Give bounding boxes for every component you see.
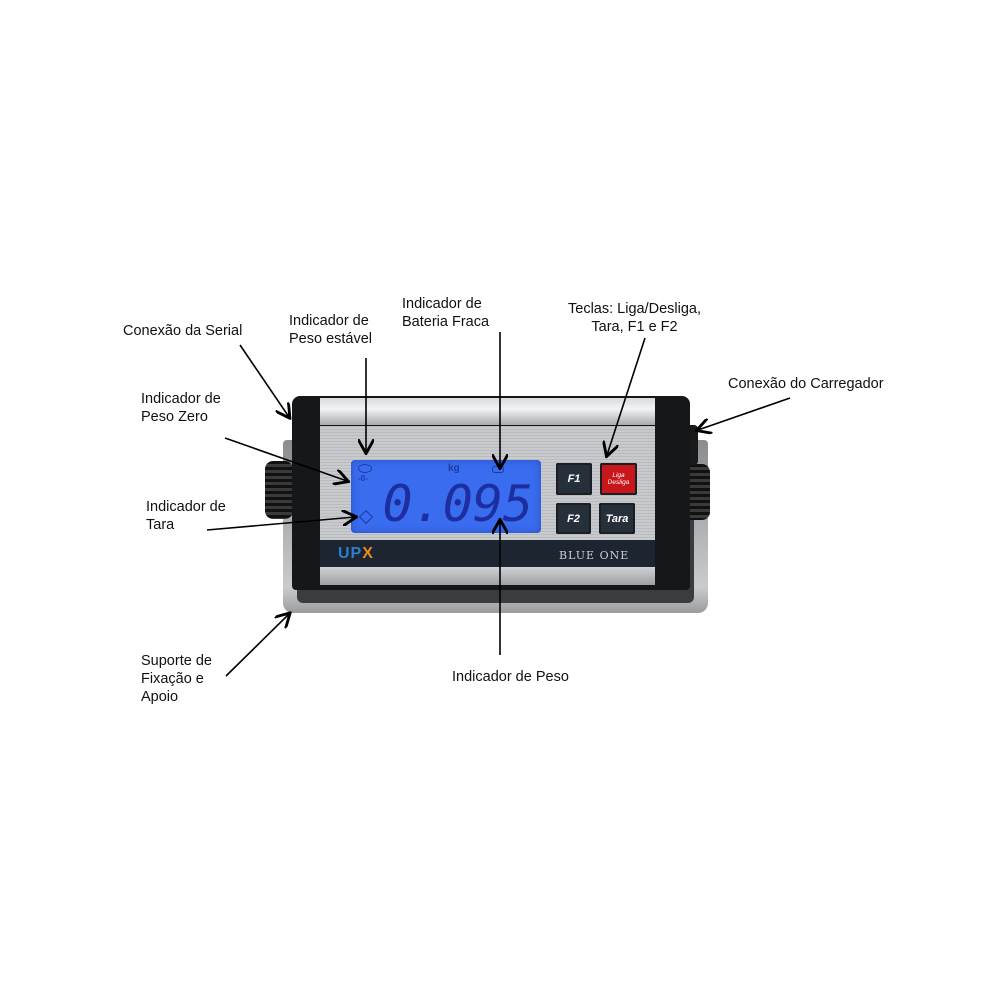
label-charger: Conexão do Carregador <box>728 376 884 392</box>
f1-button[interactable]: F1 <box>556 463 592 495</box>
top-bar <box>320 398 655 425</box>
f2-button[interactable]: F2 <box>556 503 591 534</box>
power-button[interactable]: Liga Desliga <box>600 463 637 495</box>
left-knob[interactable] <box>265 461 293 519</box>
arrow-serial <box>239 344 289 417</box>
zero-weight-indicator: -0- <box>358 474 368 483</box>
label-keys: Teclas: Liga/Desliga, Tara, F1 e F2 <box>568 301 701 335</box>
tare-button[interactable]: Tara <box>599 503 635 534</box>
label-serial: Conexão da Serial <box>123 323 243 339</box>
logo-strip <box>320 540 655 567</box>
unit-label: kg <box>448 463 460 474</box>
label-zero: Indicador de Peso Zero <box>141 391 221 425</box>
arrow-charger <box>698 397 791 430</box>
brand-logo: UPX <box>338 545 374 563</box>
brand-logo-text: UPX <box>338 545 374 562</box>
bottom-bar <box>320 567 655 585</box>
arrow-support <box>225 614 289 677</box>
arrow-zero <box>224 437 347 481</box>
model-name: BLUE ONE <box>559 549 630 562</box>
label-battery: Indicador de Bateria Fraca <box>402 296 490 330</box>
stable-weight-icon <box>358 464 372 473</box>
arrow-keys <box>607 337 646 455</box>
label-tare: Indicador de Tara <box>146 499 226 533</box>
label-weight: Indicador de Peso <box>452 669 569 685</box>
label-support: Suporte de Fixação e Apoio <box>141 653 212 705</box>
label-stable: Indicador de Peso estável <box>289 313 373 347</box>
arrow-tare <box>206 517 355 531</box>
